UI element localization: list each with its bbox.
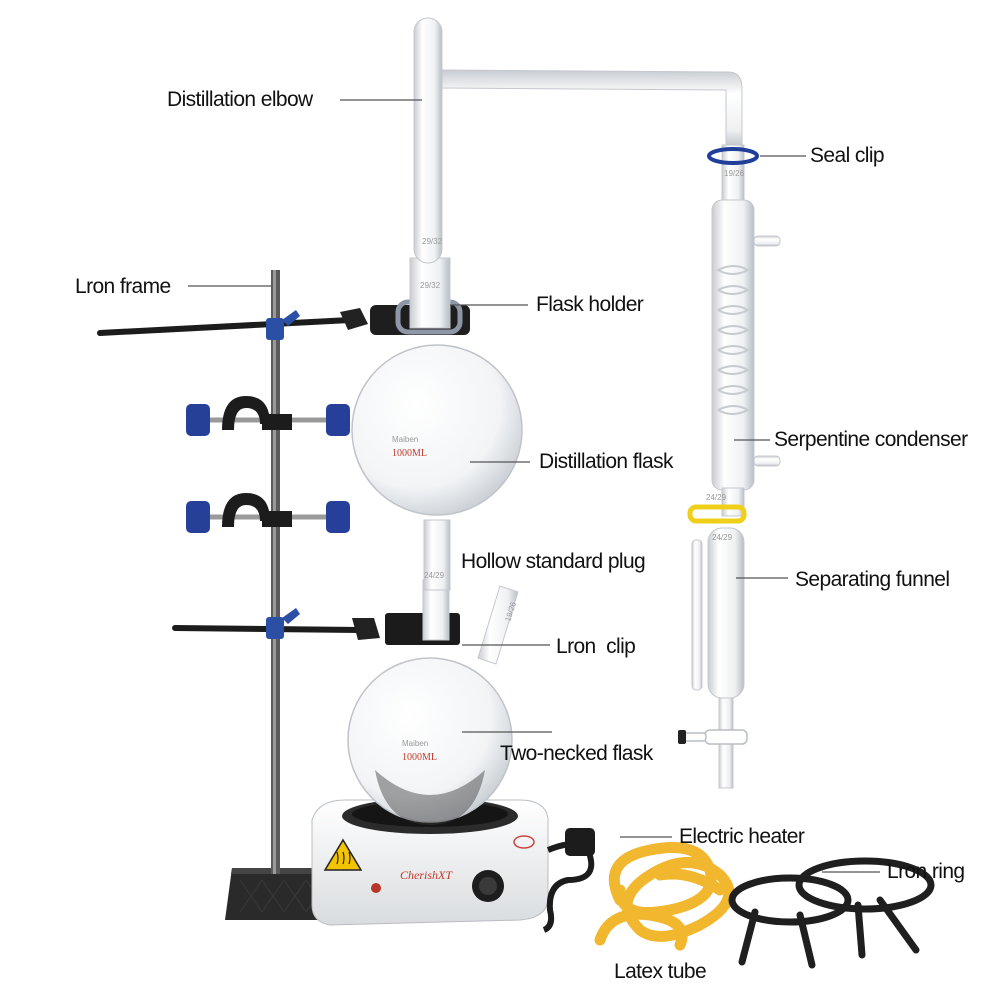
serpentine-condenser: 19/26 24/29: [706, 144, 781, 517]
flask-volume-marking-bottom: 1000ML: [402, 752, 437, 763]
joint-marking-condenser-top: 19/26: [724, 169, 745, 178]
seal-clip-blue: [707, 147, 759, 165]
heater-brand-logo: CherishXT: [400, 868, 453, 882]
boss-clamps: [186, 396, 350, 533]
label-distillation-flask: Distillation flask: [539, 450, 674, 473]
joint-marking-elbow: 29/32: [422, 237, 443, 246]
distillation-flask: Maiben 1000ML 29/32 24/29: [351, 257, 523, 591]
flask-brand-marking-top: Maiben: [392, 435, 418, 444]
label-electric-heater: Electric heater: [679, 825, 805, 848]
label-iron-clip: Lron clip: [556, 635, 636, 658]
joint-marking-flask-neck: 29/32: [420, 281, 441, 290]
flask-volume-marking-top: 1000ML: [392, 448, 427, 459]
separating-funnel: 24/29: [678, 527, 748, 789]
distillation-elbow: 29/32: [413, 17, 743, 264]
label-hollow-standard-plug: Hollow standard plug: [461, 550, 646, 573]
power-cord: [542, 828, 595, 933]
joint-marking-funnel: 24/29: [712, 533, 733, 542]
latex-tube: [594, 842, 735, 951]
leader-lines: [188, 99, 880, 873]
iron-ring: [728, 857, 935, 969]
seal-clip-yellow: [687, 504, 747, 524]
label-iron-ring: Lron ring: [887, 860, 965, 883]
label-serpentine-condenser: Serpentine condenser: [774, 428, 968, 451]
label-flask-holder: Flask holder: [536, 293, 644, 316]
label-iron-frame: Lron frame: [75, 275, 171, 298]
joint-marking-condenser-bottom: 24/29: [706, 493, 727, 502]
flask-brand-marking-bottom: Maiben: [402, 739, 428, 748]
joint-marking-lower-neck: 24/29: [424, 571, 445, 580]
label-two-necked-flask: Two-necked flask: [500, 742, 653, 765]
two-necked-flask: Maiben 1000ML 19/26: [347, 579, 519, 825]
label-distillation-elbow: Distillation elbow: [167, 88, 313, 111]
label-seal-clip: Seal clip: [810, 144, 885, 167]
label-separating-funnel: Separating funnel: [795, 568, 950, 591]
label-latex-tube: Latex tube: [614, 960, 707, 983]
